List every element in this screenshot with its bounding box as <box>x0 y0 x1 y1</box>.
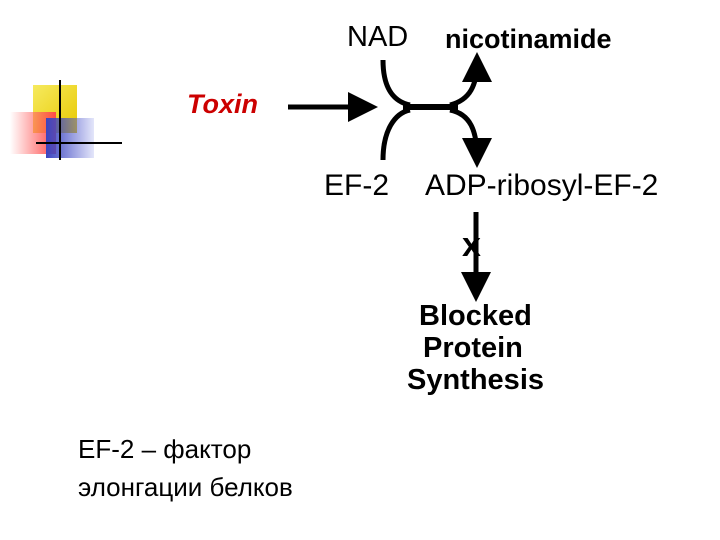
adp-ribosyl-curve-arrow <box>450 110 477 158</box>
nad-label: NAD <box>347 21 408 54</box>
protein-label: Protein <box>423 332 523 365</box>
nicotinamide-label: nicotinamide <box>445 24 612 55</box>
block-mark: x <box>462 226 481 265</box>
adp-ribosyl-ef2-label: ADP-ribosyl-EF-2 <box>425 169 658 203</box>
nicotinamide-curve-arrow <box>450 62 477 105</box>
caption-line-1: EF-2 – фактор <box>78 434 251 465</box>
ef2-curve <box>383 110 410 160</box>
synthesis-label: Synthesis <box>407 364 544 397</box>
ef2-label: EF-2 <box>324 169 389 203</box>
blocked-label: Blocked <box>419 300 532 333</box>
caption-line-2: элонгации белков <box>78 472 293 503</box>
toxin-label: Toxin <box>187 89 258 120</box>
nad-curve <box>383 60 410 105</box>
